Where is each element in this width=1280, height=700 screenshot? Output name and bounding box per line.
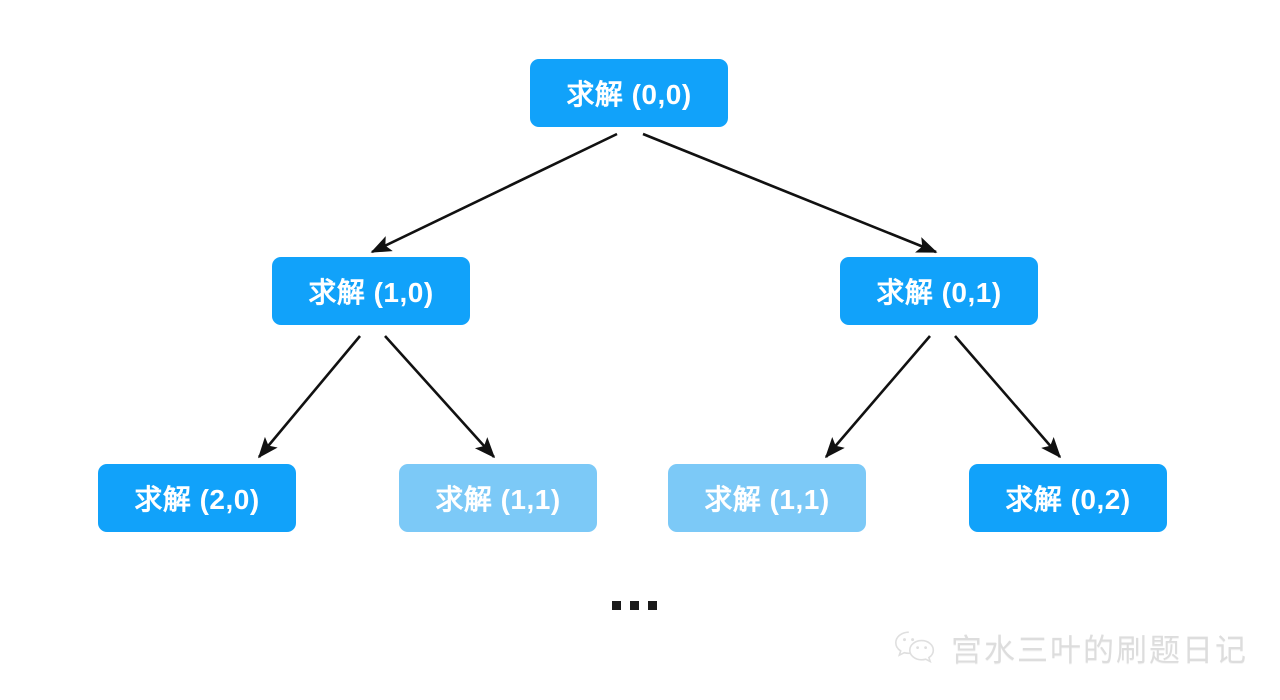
- tree-node-label: 求解 (1,1): [704, 484, 830, 515]
- tree-node-label: 求解 (1,1): [435, 484, 561, 515]
- tree-node-n02: 求解 (0,2): [969, 464, 1167, 532]
- tree-node-n11a: 求解 (1,1): [399, 464, 597, 532]
- ellipsis-indicator: [612, 601, 657, 610]
- edge-n01-to-n02: [954, 335, 1062, 459]
- wechat-icon: [893, 629, 939, 667]
- edge-n10-to-n20: [258, 335, 361, 459]
- ellipsis-dot: [612, 601, 621, 610]
- edge-n00-to-n10: [370, 132, 618, 254]
- tree-node-n10: 求解 (1,0): [272, 257, 470, 325]
- tree-node-label: 求解 (0,0): [566, 79, 692, 110]
- tree-node-n11b: 求解 (1,1): [668, 464, 866, 532]
- ellipsis-dot: [648, 601, 657, 610]
- tree-node-n00: 求解 (0,0): [530, 59, 728, 127]
- tree-node-n01: 求解 (0,1): [840, 257, 1038, 325]
- tree-node-n20: 求解 (2,0): [98, 464, 296, 532]
- tree-node-label: 求解 (0,1): [876, 277, 1002, 308]
- ellipsis-dot: [630, 601, 639, 610]
- edge-n00-to-n01: [642, 132, 938, 254]
- watermark-text: 宫水三叶的刷题日记: [951, 633, 1248, 669]
- tree-node-label: 求解 (2,0): [134, 484, 260, 515]
- watermark: 宫水三叶的刷题日记: [893, 625, 1248, 670]
- tree-node-label: 求解 (0,2): [1005, 484, 1131, 515]
- edge-n01-to-n11b: [824, 335, 931, 459]
- tree-node-label: 求解 (1,0): [308, 277, 434, 308]
- edge-n10-to-n11a: [384, 335, 496, 459]
